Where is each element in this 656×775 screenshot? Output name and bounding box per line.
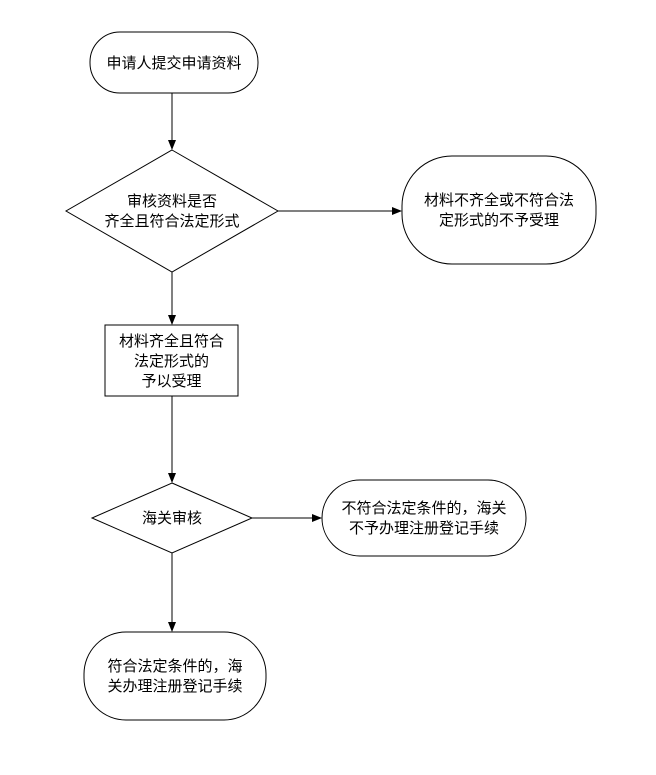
reject-conditions-terminal: 不符合法定条件的，海关 不予办理注册登记手续 [322,480,526,556]
accept-label-line-1: 材料齐全且符合 [118,331,224,350]
reject-incomplete-terminal: 材料不齐全或不符合法 定形式的不予受理 [402,156,596,264]
accept-process-shape [104,324,239,397]
customs-review-decision: 海关审核 [92,483,252,553]
accept-label-line-2: 法定形式的 [133,351,209,370]
start-terminal-shape [89,31,259,94]
accept-process: 材料齐全且符合 法定形式的 予以受理 [105,325,238,396]
check-materials-decision: 审核资料是否 齐全且符合法定形式 [66,150,278,272]
start-terminal: 申请人提交申请资料 [90,32,258,93]
start-label-line-1: 申请人提交申请资料 [106,53,242,72]
reject-conditions-label-line-1: 不符合法定条件的，海关 [341,499,507,517]
reject-conditions-terminal-shape [321,479,527,557]
reject-incomplete-label-line-2: 定形式的不予受理 [438,211,559,229]
approve-terminal: 符合法定条件的，海 关办理注册登记手续 [84,632,266,720]
accept-label-line-3: 予以受理 [141,371,202,390]
reject-incomplete-label-line-1: 材料不齐全或不符合法 [423,191,574,209]
approve-label-line-2: 关办理注册登记手续 [107,677,243,695]
check-materials-label-line-1: 审核资料是否 [126,192,217,210]
customs-review-label-line-1: 海关审核 [141,509,202,527]
reject-conditions-label-line-2: 不予办理注册登记手续 [348,519,499,537]
approve-label-line-1: 符合法定条件的，海 [107,657,243,675]
reject-incomplete-terminal-shape [401,155,597,265]
check-materials-label-line-2: 齐全且符合法定形式 [104,212,240,230]
approve-terminal-shape [83,631,267,721]
